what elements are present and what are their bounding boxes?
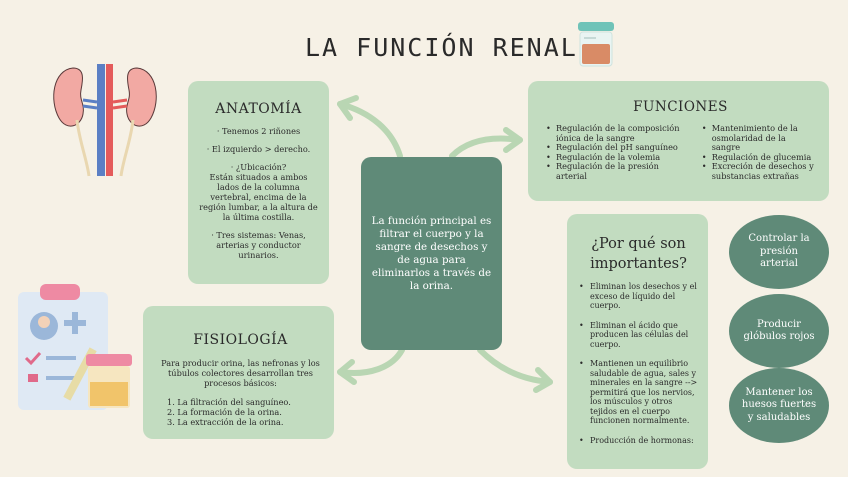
- anatomia-item: · Tenemos 2 riñones: [216, 126, 301, 136]
- list-item: Regulación del pH sanguíneo: [546, 142, 686, 153]
- list-item: Eliminan los desechos y el exceso de líq…: [579, 282, 698, 311]
- list-item: Regulación de glucemia: [702, 152, 815, 163]
- hormona-circle: Controlar la presión arterial: [729, 215, 829, 289]
- anatomia-item: · Tres sistemas: Venas, arterias y condu…: [211, 230, 306, 260]
- fisiologia-steps: 1. La filtración del sanguíneo. 2. La fo…: [155, 397, 326, 427]
- arrow-icon: [477, 347, 553, 385]
- arrow-icon: [337, 347, 405, 376]
- medical-clipboard-icon: [18, 284, 132, 410]
- arrow-icon: [337, 95, 359, 121]
- arrow-icon: [533, 367, 553, 393]
- fisiologia-card: FISIOLOGÍA Para producir orina, las nefr…: [143, 306, 334, 439]
- importantes-list: Eliminan los desechos y el exceso de líq…: [579, 282, 698, 445]
- hormona-circle: Mantener los huesos fuertes y saludables: [729, 368, 829, 443]
- hormona-circle: Producir glóbulos rojos: [729, 294, 829, 368]
- importantes-heading: ¿Por qué son importantes?: [590, 236, 687, 272]
- funciones-heading: FUNCIONES: [633, 99, 728, 115]
- funciones-list-2: Mantenimiento de la osmolaridad de la sa…: [702, 123, 815, 181]
- anatomia-item: · El izquierdo > derecho.: [206, 144, 311, 154]
- list-item: Mantienen un equilibrio saludable de agu…: [579, 359, 698, 426]
- central-box: La función principal es filtrar el cuerp…: [361, 157, 502, 350]
- list-item: Regulación de la volemia: [546, 152, 686, 163]
- list-item: Producción de hormonas:: [579, 436, 698, 446]
- anatomia-item: · ¿Ubicación? Están situados a ambos lad…: [199, 162, 318, 222]
- list-item: Eliminan el ácido que producen las célul…: [579, 321, 698, 350]
- central-text: La función principal es filtrar el cuerp…: [371, 214, 492, 292]
- arrow-icon: [503, 127, 523, 153]
- kidneys-icon: [53, 64, 157, 177]
- page-title: LA FUNCIÓN RENAL: [305, 33, 578, 62]
- funciones-list-1: Regulación de la composición iónica de l…: [546, 123, 686, 181]
- list-item: 2. La formación de la orina.: [167, 407, 282, 417]
- urine-cup-icon: [578, 22, 614, 67]
- importantes-card: ¿Por qué son importantes? Eliminan los d…: [567, 214, 708, 469]
- fisiologia-heading: FISIOLOGÍA: [193, 332, 288, 348]
- arrow-icon: [337, 101, 403, 159]
- list-item: Mantenimiento de la osmolaridad de la sa…: [702, 123, 815, 153]
- arrow-icon: [449, 135, 523, 159]
- funciones-card: FUNCIONES Regulación de la composición i…: [528, 81, 829, 201]
- list-item: 1. La filtración del sanguíneo.: [167, 397, 291, 407]
- anatomia-card: ANATOMÍA · Tenemos 2 riñones · El izquie…: [188, 81, 329, 284]
- anatomia-heading: ANATOMÍA: [215, 101, 302, 117]
- list-item: 3. La extracción de la orina.: [167, 417, 284, 427]
- arrow-icon: [337, 359, 357, 385]
- list-item: Excreción de desechos y substancias extr…: [702, 161, 815, 181]
- list-item: Regulación de la composición iónica de l…: [546, 123, 686, 143]
- list-item: Regulación de la presión arterial: [546, 161, 686, 181]
- fisiologia-intro: Para producir orina, las nefronas y los …: [161, 358, 320, 388]
